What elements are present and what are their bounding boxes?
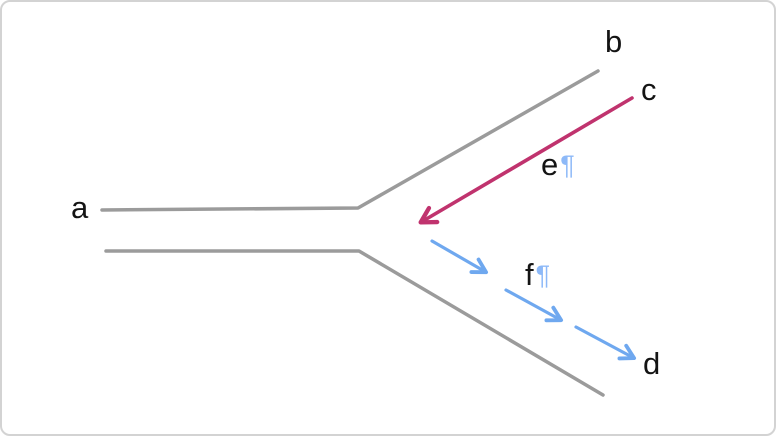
upper-strand-line: [100, 69, 600, 212]
label-b: b: [605, 24, 623, 59]
label-a: a: [71, 190, 89, 225]
blue-arrow-1: [430, 239, 488, 275]
pilcrow-icon: ¶: [535, 260, 551, 290]
blue-arrow-2: [504, 288, 564, 323]
label-e-text[interactable]: e: [541, 147, 559, 182]
label-f-text[interactable]: f: [525, 257, 534, 292]
label-c: c: [641, 72, 657, 107]
lower-strand-line: [104, 249, 605, 397]
label-d: d: [643, 346, 661, 381]
pilcrow-icon: ¶: [560, 150, 575, 180]
blue-arrow-3: [574, 325, 637, 361]
pink-arrow: [418, 96, 634, 225]
label-f[interactable]: f¶: [525, 259, 550, 290]
label-e[interactable]: e¶: [541, 149, 575, 180]
